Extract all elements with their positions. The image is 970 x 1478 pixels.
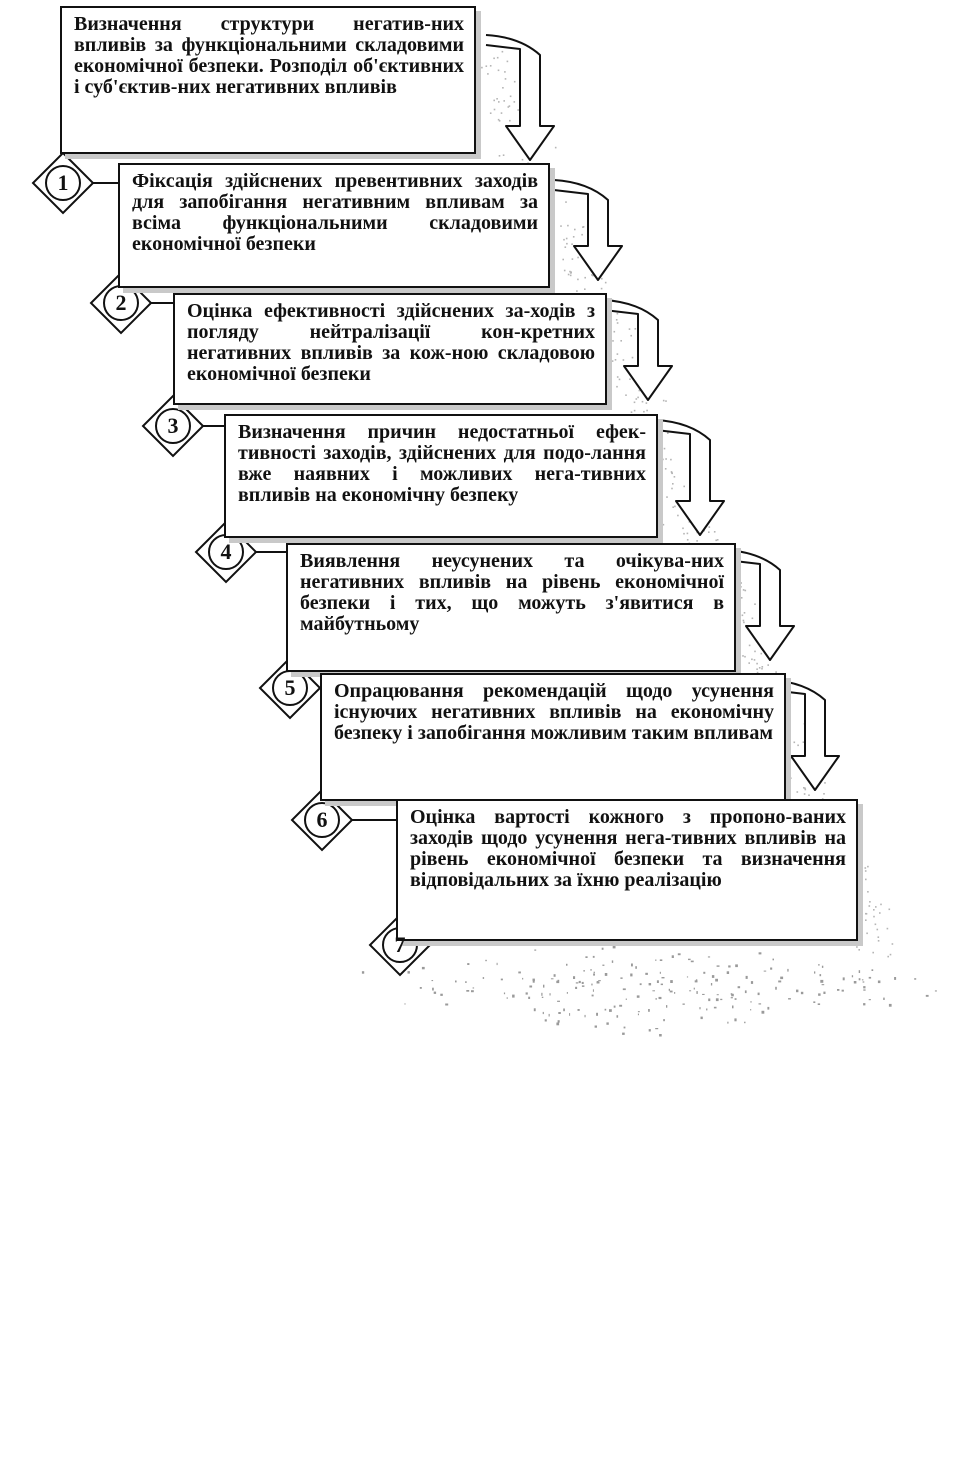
step-badge-3: 3 [153, 406, 193, 446]
step-box-3: Оцінка ефективності здійснених за-ходів … [173, 293, 607, 405]
flow-arrow-4 [655, 419, 725, 536]
step-badge-5: 5 [270, 668, 310, 708]
step-text-6: Опрацювання рекомендацій щодо усунення і… [334, 680, 774, 744]
step-badge-1: 1 [43, 163, 83, 203]
step-text-1: Визначення структури негатив-них впливів… [74, 13, 464, 98]
step-number-6: 6 [316, 807, 328, 832]
step-box-5: Виявлення неусунених та очікува-них нега… [286, 543, 736, 672]
step-text-7: Оцінка вартості кожного з пропоно-ваних … [410, 806, 846, 891]
step-box-2: Фіксація здійснених превентивних заходів… [118, 163, 550, 288]
step-box-4: Визначення причин недостатньої ефек-тивн… [224, 414, 658, 538]
step-text-2: Фіксація здійснених превентивних заходів… [132, 170, 538, 255]
step-badge-7: 7 [380, 925, 420, 965]
step-number-3: 3 [167, 413, 179, 438]
step-number-7: 7 [394, 932, 406, 957]
step-text-5: Виявлення неусунених та очікува-них нега… [300, 550, 724, 635]
step-number-4: 4 [220, 539, 232, 564]
flow-arrow-3 [603, 299, 673, 401]
badge-circle-1 [45, 165, 81, 201]
badge-circle-6 [304, 802, 340, 838]
flow-arrow-5 [725, 549, 795, 661]
flow-arrow-2 [553, 179, 623, 281]
step-box-6: Опрацювання рекомендацій щодо усунення і… [320, 673, 786, 801]
step-number-1: 1 [57, 170, 69, 195]
flow-arrow-1 [485, 34, 555, 161]
step-box-1: Визначення структури негатив-них впливів… [60, 6, 476, 154]
step-number-2: 2 [115, 290, 127, 315]
step-number-5: 5 [284, 675, 296, 700]
badge-circle-3 [155, 408, 191, 444]
step-badge-4: 4 [206, 532, 246, 572]
step-text-4: Визначення причин недостатньої ефек-тивн… [238, 421, 646, 506]
step-box-7: Оцінка вартості кожного з пропоно-ваних … [396, 799, 858, 941]
step-text-3: Оцінка ефективності здійснених за-ходів … [187, 300, 595, 385]
step-badge-2: 2 [101, 283, 141, 323]
step-badge-6: 6 [302, 800, 342, 840]
